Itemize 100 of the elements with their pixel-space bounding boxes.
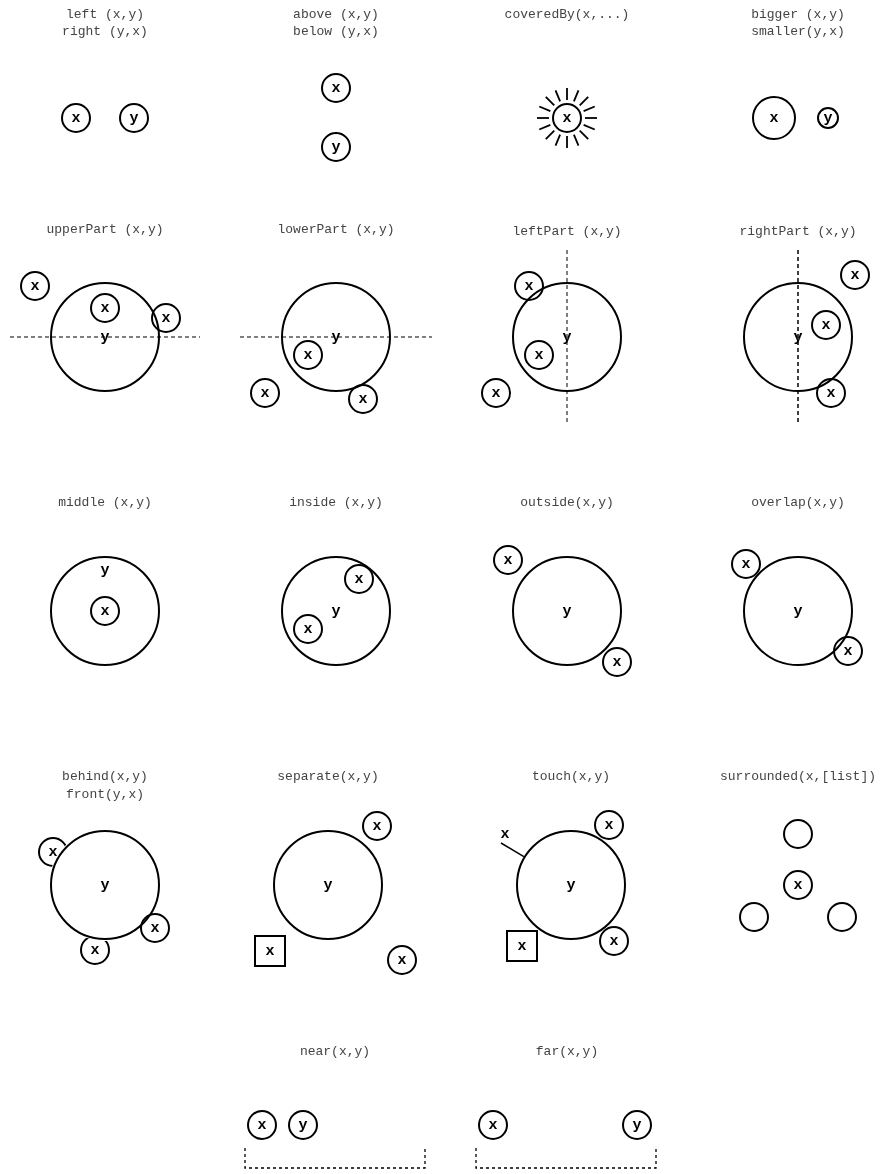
connector-line	[500, 842, 525, 858]
circle-node	[840, 260, 870, 290]
node-letter: y	[331, 603, 341, 619]
circle-node	[321, 132, 351, 162]
circle-node	[783, 870, 813, 900]
circle-node	[552, 103, 582, 133]
relation-caption: upperPart (x,y)	[46, 222, 164, 238]
node-letter: y	[100, 877, 110, 893]
circle-node	[752, 96, 796, 140]
circle-node	[344, 564, 374, 594]
relation-caption: near(x,y)	[299, 1044, 371, 1060]
node-letter: x	[150, 920, 160, 936]
node-letter: x	[100, 300, 110, 316]
node-letter: y	[823, 110, 833, 126]
node-letter: y	[562, 603, 572, 619]
relation-caption: coveredBy(x,...)	[504, 7, 630, 23]
circle-node	[362, 811, 392, 841]
node-letter: x	[161, 310, 171, 326]
node-letter: x	[491, 385, 501, 401]
node-letter: x	[562, 110, 572, 126]
node-letter: x	[524, 278, 534, 294]
relation-caption: bigger (x,y)	[751, 7, 845, 23]
relation-caption: front(y,x)	[66, 787, 144, 803]
circle-node	[599, 926, 629, 956]
circle-node	[811, 310, 841, 340]
node-letter: x	[265, 943, 275, 959]
relation-caption: smaller(y,x)	[751, 24, 845, 40]
node-letter: y	[632, 1117, 642, 1133]
node-letter: x	[612, 654, 622, 670]
node-letter: x	[826, 385, 836, 401]
line-label: x	[498, 825, 512, 843]
circle-node	[743, 556, 853, 666]
circle-node	[38, 837, 68, 867]
node-letter: x	[397, 952, 407, 968]
node-letter: y	[793, 329, 803, 345]
circle-node	[250, 378, 280, 408]
node-letter: x	[260, 385, 270, 401]
node-letter: x	[821, 317, 831, 333]
relation-caption: far(x,y)	[535, 1044, 599, 1060]
relation-caption: touch(x,y)	[532, 769, 610, 785]
relation-caption: middle (x,y)	[58, 495, 152, 511]
node-letter: x	[100, 603, 110, 619]
node-letter: x	[372, 818, 382, 834]
relation-caption: left (x,y)	[66, 7, 144, 23]
node-letter: x	[48, 844, 58, 860]
circle-node	[90, 596, 120, 626]
circle-node	[140, 913, 170, 943]
node-letter: x	[503, 552, 513, 568]
circle-node	[512, 556, 622, 666]
circle-node	[739, 902, 769, 932]
relation-caption: above (x,y)	[293, 7, 379, 23]
circle-node	[481, 378, 511, 408]
node-letter: x	[354, 571, 364, 587]
circle-node	[816, 378, 846, 408]
circle-node	[80, 935, 110, 965]
node-letter: x	[769, 110, 779, 126]
relation-caption: leftPart (x,y)	[512, 224, 622, 240]
relation-caption: right (y,x)	[62, 24, 148, 40]
relation-caption: separate(x,y)	[277, 769, 379, 785]
circle-node	[50, 556, 160, 666]
square-node	[254, 935, 286, 967]
node-letter: x	[604, 817, 614, 833]
node-letter: y	[298, 1117, 308, 1133]
circle-node	[524, 340, 554, 370]
circle-node	[281, 282, 391, 392]
relation-caption: below (y,x)	[293, 24, 379, 40]
circle-node	[817, 107, 839, 129]
relation-caption: surrounded(x,[list])	[720, 769, 876, 785]
node-letter: x	[303, 347, 313, 363]
node-letter: x	[741, 556, 751, 572]
square-node	[506, 930, 538, 962]
relation-caption: lowerPart (x,y)	[277, 222, 395, 238]
node-letter: x	[609, 933, 619, 949]
node-letter: x	[843, 643, 853, 659]
circle-node	[119, 103, 149, 133]
node-letter: y	[566, 877, 576, 893]
circle-node	[50, 830, 160, 940]
node-letter: x	[517, 938, 527, 954]
node-letter: y	[331, 139, 341, 155]
circle-node	[478, 1110, 508, 1140]
circle-node	[288, 1110, 318, 1140]
circle-node	[321, 73, 351, 103]
circle-node	[281, 556, 391, 666]
circle-node	[387, 945, 417, 975]
circle-node	[348, 384, 378, 414]
circle-node	[602, 647, 632, 677]
circle-node	[622, 1110, 652, 1140]
circle-node	[594, 810, 624, 840]
node-letter: y	[323, 877, 333, 893]
relation-caption: outside(x,y)	[520, 495, 614, 511]
node-letter: y	[793, 603, 803, 619]
node-letter: y	[331, 329, 341, 345]
circle-node	[293, 340, 323, 370]
node-letter: x	[71, 110, 81, 126]
circle-node	[151, 303, 181, 333]
relation-caption: behind(x,y)	[62, 769, 148, 785]
node-letter: x	[534, 347, 544, 363]
circle-node	[514, 271, 544, 301]
circle-node	[20, 271, 50, 301]
circle-node	[50, 282, 160, 392]
